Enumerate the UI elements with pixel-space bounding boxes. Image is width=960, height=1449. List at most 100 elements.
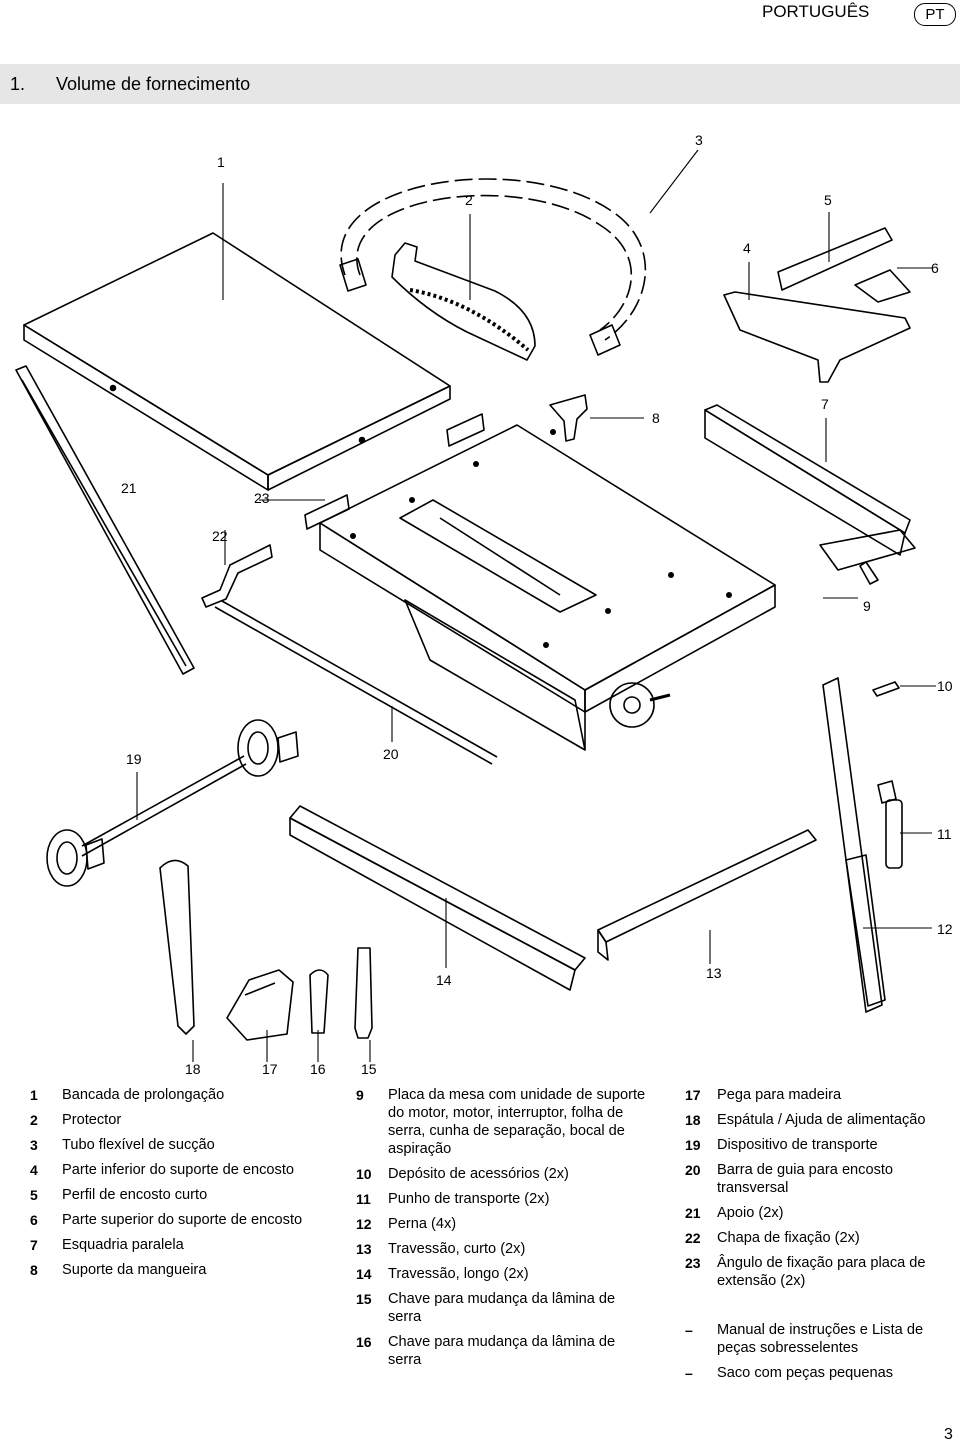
accessory-screw-part (872, 681, 900, 697)
callout-15: 15 (361, 1061, 377, 1077)
list-item: 10 Depósito de acessórios (2x) (356, 1165, 646, 1183)
callout-11: 11 (937, 826, 952, 842)
list-item: 9 Placa da mesa com unidade de suporte do… (356, 1086, 646, 1158)
hose-support-part (549, 394, 588, 442)
leader-lines (136, 149, 936, 1062)
item-number: 4 (30, 1162, 38, 1178)
list-item: 12 Perna (4x) (356, 1215, 646, 1233)
callout-18: 18 (185, 1061, 201, 1077)
item-number: 22 (685, 1230, 701, 1246)
table-screws (350, 429, 732, 648)
callout-3: 3 (695, 132, 703, 148)
item-text: Perfil de encosto curto (62, 1187, 208, 1203)
item-text: Protector (62, 1112, 122, 1128)
item-number: 20 (685, 1162, 701, 1178)
guide-bar-part (214, 600, 498, 765)
item-number: 7 (30, 1237, 38, 1253)
wrench-15-part (354, 947, 373, 1039)
item-number: 17 (685, 1087, 701, 1103)
item-number: 9 (356, 1087, 364, 1103)
item-text: Depósito de acessórios (2x) (388, 1166, 569, 1182)
short-crossbar-part (597, 829, 817, 961)
suction-hose-part (340, 178, 647, 341)
wrench-16-part (309, 969, 329, 1034)
callout-7: 7 (821, 396, 829, 412)
item-text: Ângulo de fixação para placa de extensão… (717, 1255, 926, 1289)
callout-19: 19 (126, 751, 142, 767)
language-label: PORTUGUÊS (762, 2, 870, 21)
callout-20: 20 (383, 746, 399, 762)
item-dash: – (685, 1322, 693, 1338)
list-item: 5 Perfil de encosto curto (30, 1186, 330, 1204)
callout-23: 23 (254, 490, 270, 506)
item-text: Barra de guia para encosto transversal (717, 1162, 894, 1196)
parts-list-column-2: 9 Placa da mesa com unidade de suporte do… (356, 1086, 646, 1376)
item-text: Esquadria paralela (62, 1237, 184, 1253)
page-number: 3 (944, 1426, 953, 1443)
callout-6: 6 (931, 260, 939, 276)
list-item: 20 Barra de guia para encosto transversal (685, 1161, 960, 1197)
list-item: 3 Tubo flexível de sucção (30, 1136, 330, 1154)
item-number: 18 (685, 1112, 701, 1128)
callout-13: 13 (706, 965, 722, 981)
item-text: Travessão, longo (2x) (388, 1266, 529, 1282)
item-text: Travessão, curto (2x) (388, 1241, 526, 1257)
item-text: Tubo flexível de sucção (62, 1137, 215, 1153)
callout-2: 2 (465, 192, 473, 208)
exploded-view-diagram (15, 149, 936, 1062)
callout-21: 21 (121, 480, 137, 496)
list-item: 7 Esquadria paralela (30, 1236, 330, 1254)
spatula-part (159, 859, 195, 1035)
item-text: Perna (4x) (388, 1216, 457, 1232)
list-item: 19 Dispositivo de transporte (685, 1136, 960, 1154)
item-number: 19 (685, 1137, 701, 1153)
item-text: Chapa de fixação (2x) (717, 1230, 860, 1246)
item-text: Placa da mesa com unidade de suporte do … (388, 1087, 646, 1157)
callout-4: 4 (743, 240, 751, 256)
list-item: 8 Suporte da mangueira (30, 1261, 330, 1279)
item-text: Dispositivo de transporte (717, 1137, 878, 1153)
callout-22: 22 (212, 528, 228, 544)
item-number: 11 (356, 1191, 371, 1207)
fixing-plate-part (201, 544, 273, 608)
blade-guard-part (391, 242, 536, 361)
list-item: –Manual de instruções e Lista de peças s… (685, 1321, 960, 1357)
callout-1: 1 (217, 154, 225, 170)
list-spacer (685, 1297, 960, 1321)
callout-12: 12 (937, 921, 953, 937)
list-item: –Saco com peças pequenas (685, 1364, 960, 1382)
item-text: Apoio (2x) (717, 1205, 784, 1221)
item-number: 12 (356, 1216, 372, 1232)
fixing-angle-part (446, 413, 485, 447)
item-text: Bancada de prolongação (62, 1087, 225, 1103)
item-number: 15 (356, 1291, 372, 1307)
item-text: Suporte da mangueira (62, 1262, 207, 1278)
item-number: 6 (30, 1212, 38, 1228)
hose-end-right (589, 324, 621, 356)
item-number: 3 (30, 1137, 38, 1153)
extension-table-part (23, 232, 451, 491)
item-text: Chave para mudança da lâmina de serra (388, 1334, 616, 1368)
item-number: 5 (30, 1187, 38, 1203)
language-badge: PT (914, 3, 956, 26)
callout-9: 9 (863, 598, 871, 614)
list-item: 22 Chapa de fixação (2x) (685, 1229, 960, 1247)
hose-end-left (339, 258, 367, 292)
support-strut-part (15, 365, 195, 675)
item-number: 10 (356, 1166, 372, 1182)
item-number: 8 (30, 1262, 38, 1278)
